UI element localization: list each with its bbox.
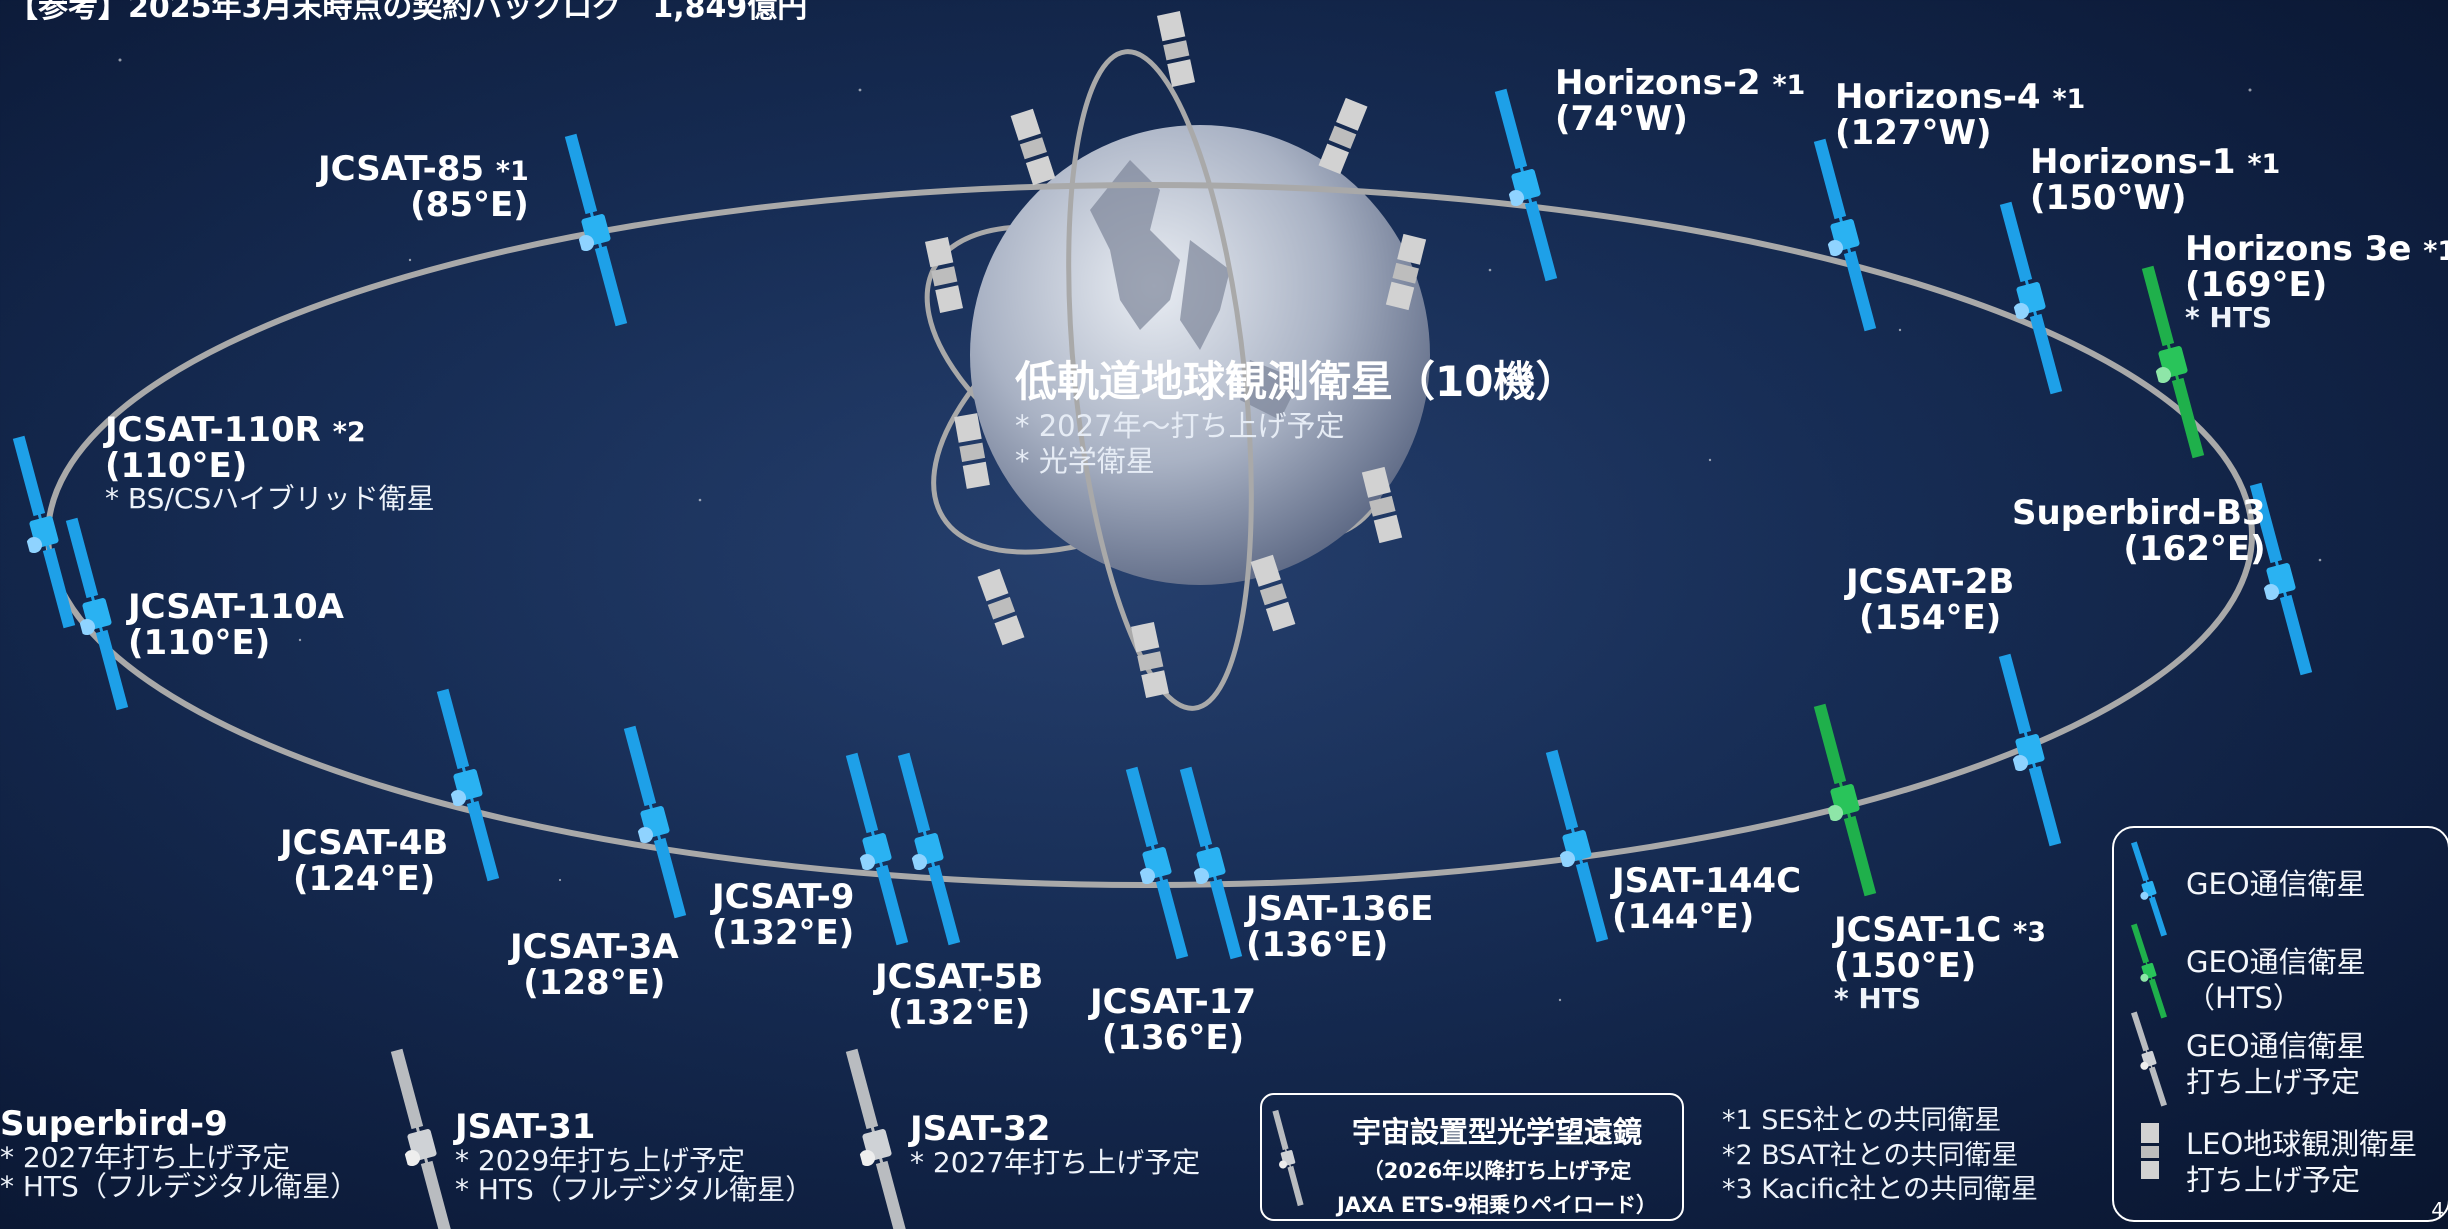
leo-satellite-icon — [1318, 97, 1368, 175]
leo-orbit-polar — [1066, 49, 1254, 711]
label-superbird-b3: Superbird-B3 (162°E) — [2012, 493, 2266, 569]
telescope-payload-note: JAXA ETS-9相乗りペイロード） — [1337, 1193, 1657, 1217]
footnote-1: *1 SES社との共同衛星 — [1722, 1105, 2002, 1136]
satellite-blue-icon — [550, 132, 633, 330]
satellite-blue-icon — [1480, 87, 1563, 285]
leo-title: 低軌道地球観測衛星（10機） — [1015, 357, 1578, 406]
satellite-blue-icon — [609, 724, 692, 922]
satellite-blue-icon — [1984, 652, 2067, 850]
leo-satellite-icon — [1010, 108, 1056, 186]
satellite-blue-icon — [1799, 137, 1882, 335]
label-jcsat-85: JCSAT-85 *1 (85°E) — [318, 149, 529, 225]
leo-satellite-icon — [1130, 621, 1170, 699]
footnote-3: *3 Kacific社との共同衛星 — [1722, 1174, 2038, 1206]
label-jcsat-110a: JCSAT-110A (110°E) — [128, 587, 344, 663]
label-jcsat-3a: JCSAT-3A (128°E) — [510, 927, 679, 1003]
label-jsat-31: JSAT-31 * 2029年打ち上げ予定 * HTS（フルデジタル衛星） — [455, 1107, 814, 1207]
footnotes: *1 SES社との共同衛星 *2 BSAT社との共同衛星 *3 Kacific社… — [1722, 1104, 2038, 1208]
label-jsat-144c: JSAT-144C (144°E) — [1612, 861, 1802, 937]
label-superbird-9: Superbird-9 * 2027年打ち上げ予定 * HTS（フルデジタル衛星… — [0, 1104, 359, 1204]
label-jcsat-1c: JCSAT-1C *3 (150°E) * HTS — [1834, 910, 2047, 1016]
satellite-blue-icon — [1531, 748, 1614, 946]
label-jcsat-2b: JCSAT-2B (154°E) — [1846, 562, 2015, 638]
label-jsat-32: JSAT-32 * 2027年打ち上げ予定 — [910, 1109, 1201, 1179]
label-jcsat-4b: JCSAT-4B (124°E) — [280, 823, 449, 899]
label-horizons-1: Horizons-1 *1 (150°W) — [2030, 142, 2281, 218]
telescope-title: 宇宙設置型光学望遠鏡 — [1351, 1115, 1642, 1149]
footnote-2: *2 BSAT社との共同衛星 — [1722, 1139, 2019, 1171]
legend-geo-hts: GEO通信衛星（HTS） — [2186, 945, 2366, 1016]
leo-note-launch: * 2027年～打ち上げ予定 — [1015, 409, 1345, 443]
label-jcsat-17: JCSAT-17 (136°E) — [1090, 982, 1257, 1058]
backlog-header: 【参考】2025年3月末時点の契約バックログ 1,849億円 — [8, 0, 808, 25]
continents — [1090, 160, 1300, 420]
telescope-launch-note: （2026年以降打ち上げ予定 — [1362, 1159, 1632, 1183]
label-jcsat-5b: JCSAT-5B (132°E) — [875, 957, 1044, 1033]
leo-satellite-icon — [977, 568, 1025, 646]
satellite-gray-icon — [376, 1047, 459, 1229]
leo-label-block: 低軌道地球観測衛星（10機） * 2027年～打ち上げ予定 * 光学衛星 — [1015, 348, 1577, 479]
label-horizons-2: Horizons-2 *1 (74°W) — [1555, 63, 1806, 139]
label-jsat-136e: JSAT-136E (136°E) — [1246, 889, 1434, 965]
label-jcsat-9: JCSAT-9 (132°E) — [712, 877, 855, 953]
leo-note-optical: * 光学衛星 — [1015, 443, 1155, 478]
legend-geo: GEO通信衛星 — [2186, 867, 2366, 901]
satellite-blue-icon — [1111, 765, 1194, 963]
page-number: 4 — [2431, 1198, 2444, 1222]
label-horizons-4: Horizons-4 *1 (127°W) — [1835, 77, 2086, 153]
satellite-gray-icon — [831, 1047, 914, 1229]
legend-geo-planned: GEO通信衛星打ち上げ予定 — [2186, 1029, 2366, 1100]
telescope-box: 宇宙設置型光学望遠鏡 （2026年以降打ち上げ予定 JAXA ETS-9相乗りペ… — [1260, 1093, 1684, 1221]
label-horizons-3e: Horizons 3e *1 (169°E) * HTS — [2185, 229, 2448, 335]
legend: GEO通信衛星 GEO通信衛星（HTS） GEO通信衛星打ち上げ予定 LEO地球… — [2112, 826, 2448, 1222]
legend-leo-planned: LEO地球観測衛星打ち上げ予定 — [2186, 1127, 2418, 1198]
satellite-blue-icon — [1985, 200, 2068, 398]
label-jcsat-110r: JCSAT-110R *2 (110°E) * BS/CSハイブリッド衛星 — [105, 410, 435, 516]
